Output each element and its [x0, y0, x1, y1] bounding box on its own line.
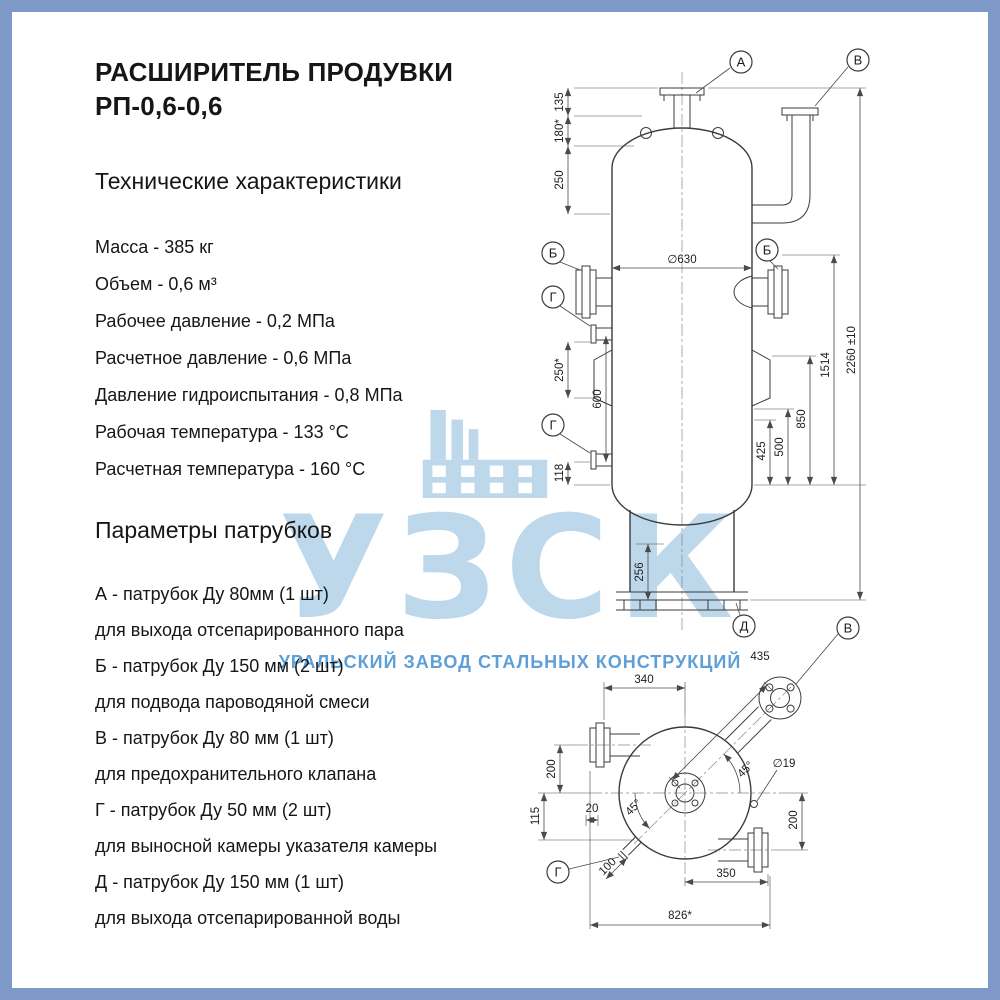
spec-item: Рабочее давление - 0,2 МПа	[95, 311, 335, 331]
spec-item: Объем - 0,6 м³	[95, 274, 217, 294]
factory-icon	[422, 410, 548, 498]
spec-item: Давление гидроиспытания - 0,8 МПа	[95, 385, 403, 405]
dim-250: 250	[554, 170, 566, 189]
callout-a: А	[695, 50, 753, 94]
skirt-and-base	[616, 510, 748, 611]
dim-19: ∅19	[773, 758, 796, 770]
svg-text:А: А	[737, 55, 746, 70]
spec-item: Расчетное давление - 0,6 МПа	[95, 348, 352, 368]
nozzle-desc: для выносной камеры указателя камеры	[95, 836, 438, 856]
nozzle-title: Г - патрубок Ду 50 мм (2 шт)	[95, 800, 332, 820]
nozzle-item: Д - патрубок Ду 150 мм (1 шт) для выхода…	[95, 864, 525, 936]
page: УЗСК УРАЛЬСКИЙ ЗАВОД СТАЛЬНЫХ КОНСТРУКЦИ…	[12, 12, 988, 988]
dim-600: 600	[592, 389, 604, 408]
dim-45-v: 45°	[735, 759, 756, 780]
info-column: РАСШИРИТЕЛЬ ПРОДУВКИ РП-0,6-0,6 Техничес…	[95, 55, 525, 936]
nozzle-b-right-top	[718, 827, 769, 873]
dim-200-left: 200	[546, 759, 558, 778]
callout-g-lower: Г	[541, 413, 591, 454]
callout-b-left: Б	[541, 241, 581, 271]
nozzle-desc: для выхода отсепарированной воды	[95, 908, 401, 928]
dim-500: 500	[774, 437, 786, 456]
dim-425: 425	[756, 441, 768, 460]
dim-135: 135	[554, 92, 566, 111]
nozzle-title: В - патрубок Ду 80 мм (1 шт)	[95, 728, 334, 748]
nozzle-g-lower	[590, 450, 612, 470]
dim-340: 340	[634, 674, 653, 686]
dim-250s: 250*	[554, 358, 566, 382]
bolt-hole	[750, 800, 758, 808]
dim-115: 115	[530, 807, 542, 825]
dim-180: 180*	[554, 119, 566, 143]
nozzle-desc: для выхода отсепарированного пара	[95, 620, 404, 640]
nozzle-b-left-top	[589, 722, 640, 768]
product-title-line1: РАСШИРИТЕЛЬ ПРОДУВКИ	[95, 57, 454, 87]
lifting-lug	[640, 127, 652, 139]
nozzle-item: А - патрубок Ду 80мм (1 шт) для выхода о…	[95, 576, 525, 648]
callout-g-top: Г	[546, 856, 620, 884]
product-title: РАСШИРИТЕЛЬ ПРОДУВКИ РП-0,6-0,6	[95, 55, 525, 123]
dim-118: 118	[554, 464, 566, 482]
dim-1514: 1514	[820, 352, 832, 378]
dim-435: 435	[750, 651, 769, 663]
callout-b-right: Б	[755, 238, 779, 270]
svg-text:Д: Д	[740, 619, 749, 634]
svg-text:В: В	[844, 621, 853, 636]
nozzle-desc: для предохранительного клапана	[95, 764, 377, 784]
nozzle-b-left	[575, 265, 612, 319]
product-title-line2: РП-0,6-0,6	[95, 91, 223, 121]
nozzle-v-pipe	[752, 107, 819, 224]
specs-list: Масса - 385 кг Объем - 0,6 м³ Рабочее да…	[95, 229, 525, 488]
specs-heading: Технические характеристики	[95, 168, 402, 194]
support-lug	[751, 349, 771, 407]
dim-256: 256	[634, 562, 646, 581]
dim-45-g: 45°	[623, 797, 644, 818]
nozzle-title: А - патрубок Ду 80мм (1 шт)	[95, 584, 329, 604]
top-view: ∅19 340 435 200 115 20 45° 45° 100	[530, 616, 860, 929]
nozzle-item: Г - патрубок Ду 50 мм (2 шт) для выносно…	[95, 792, 525, 864]
nozzle-b-right	[733, 265, 789, 319]
nozzle-a	[659, 87, 705, 129]
dim-826: 826*	[668, 910, 692, 922]
svg-text:Б: Б	[763, 243, 772, 258]
nozzles-list: А - патрубок Ду 80мм (1 шт) для выхода о…	[95, 576, 525, 936]
svg-text:Б: Б	[549, 246, 558, 261]
nozzle-item: В - патрубок Ду 80 мм (1 шт) для предохр…	[95, 720, 525, 792]
dim-350: 350	[716, 868, 735, 880]
dim-200-right: 200	[788, 810, 800, 829]
nozzle-g-top	[617, 836, 642, 862]
dim-100: 100	[597, 856, 619, 878]
spec-item: Расчетная температура - 160 °С	[95, 459, 366, 479]
nozzle-desc: для подвода пароводяной смеси	[95, 692, 370, 712]
svg-text:Г: Г	[549, 290, 556, 305]
dim-2260: 2260 ±10	[846, 326, 858, 374]
technical-drawing: ∅630 135 180* 250 250* 600 118 256	[530, 48, 870, 929]
svg-text:Г: Г	[549, 418, 556, 433]
nozzle-g-upper	[590, 324, 612, 344]
spec-item: Масса - 385 кг	[95, 237, 214, 257]
callout-v-top: В	[795, 616, 860, 685]
dim-850: 850	[796, 409, 808, 428]
lifting-lug	[712, 127, 724, 139]
watermark: УЗСК УРАЛЬСКИЙ ЗАВОД СТАЛЬНЫХ КОНСТРУКЦИ…	[255, 410, 765, 673]
watermark-acronym: УЗСК	[278, 486, 742, 651]
nozzle-title: Б - патрубок Ду 150 мм (2 шт)	[95, 656, 344, 676]
nozzle-title: Д - патрубок Ду 150 мм (1 шт)	[95, 872, 345, 892]
nozzles-heading: Параметры патрубков	[95, 517, 333, 543]
svg-text:Г: Г	[554, 865, 561, 880]
svg-text:В: В	[854, 53, 863, 68]
spec-item: Рабочая температура - 133 °С	[95, 422, 349, 442]
nozzle-item: Б - патрубок Ду 150 мм (2 шт) для подвод…	[95, 648, 525, 720]
callout-d: Д	[732, 602, 756, 638]
watermark-subtitle: УРАЛЬСКИЙ ЗАВОД СТАЛЬНЫХ КОНСТРУКЦИЙ	[278, 652, 742, 672]
front-view: ∅630 135 180* 250 250* 600 118 256	[541, 48, 870, 638]
dim-630: ∅630	[667, 254, 696, 266]
callout-g-upper: Г	[541, 285, 591, 327]
callout-v-front: В	[814, 48, 870, 107]
dim-20: 20	[586, 803, 599, 815]
